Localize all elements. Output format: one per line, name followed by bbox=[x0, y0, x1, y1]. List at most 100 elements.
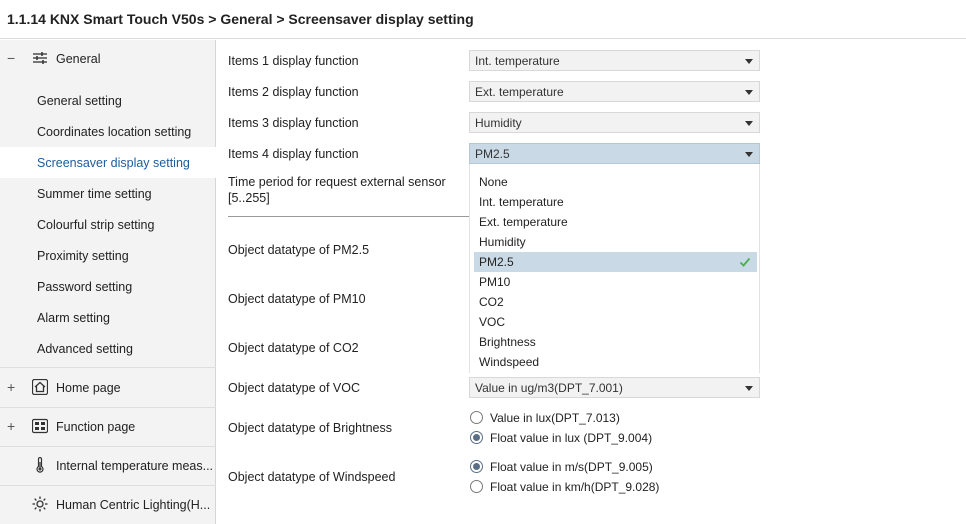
dropdown-option-none[interactable]: None bbox=[474, 172, 757, 192]
chevron-down-icon bbox=[745, 386, 753, 391]
dropdown-option-ext-temperature[interactable]: Ext. temperature bbox=[474, 212, 757, 232]
option-label: PM10 bbox=[479, 275, 511, 289]
sidebar-item-general-setting[interactable]: General setting bbox=[0, 85, 216, 116]
sidebar-group-label: Function page bbox=[56, 420, 136, 434]
sidebar-item-label: Alarm setting bbox=[37, 311, 110, 325]
sidebar-item-password-setting[interactable]: Password setting bbox=[0, 271, 216, 302]
sliders-icon bbox=[33, 52, 47, 64]
sidebar-item-colourful-strip-setting[interactable]: Colourful strip setting bbox=[0, 209, 216, 240]
option-label: Humidity bbox=[479, 235, 526, 249]
sidebar-group-label: Internal temperature meas... bbox=[56, 459, 214, 473]
windspeed-label: Object datatype of Windspeed bbox=[228, 470, 396, 484]
option-label: VOC bbox=[479, 315, 506, 329]
dropdown-option-pm25[interactable]: PM2.5 bbox=[474, 252, 757, 272]
expand-toggle[interactable]: + bbox=[7, 418, 16, 434]
sidebar-group-label: Home page bbox=[56, 381, 121, 395]
divider bbox=[0, 367, 216, 368]
radio-label: Float value in m/s(DPT_9.005) bbox=[490, 460, 653, 474]
item3-label: Items 3 display function bbox=[228, 116, 359, 130]
pm25-label: Object datatype of PM2.5 bbox=[228, 243, 370, 257]
dropdown-option-brightness[interactable]: Brightness bbox=[474, 332, 757, 352]
sidebar-group-general[interactable]: − General bbox=[0, 40, 216, 78]
page-title: 1.1.14 KNX Smart Touch V50s > General > … bbox=[7, 11, 474, 27]
divider bbox=[0, 407, 216, 408]
option-label: Windspeed bbox=[479, 355, 540, 369]
sidebar-item-advanced-setting[interactable]: Advanced setting bbox=[0, 333, 216, 364]
dropdown-option-pm10[interactable]: PM10 bbox=[474, 272, 757, 292]
sidebar-item-label: Colourful strip setting bbox=[37, 218, 155, 232]
chevron-down-icon bbox=[745, 59, 753, 64]
brightness-label: Object datatype of Brightness bbox=[228, 421, 392, 435]
voc-select[interactable]: Value in ug/m3(DPT_7.001) bbox=[469, 377, 760, 398]
thermometer-icon bbox=[36, 457, 44, 473]
sidebar-group-human-centric-lighting[interactable]: Human Centric Lighting(H... bbox=[0, 486, 216, 524]
option-label: Ext. temperature bbox=[479, 215, 568, 229]
option-label: PM2.5 bbox=[479, 255, 514, 269]
item4-select[interactable]: PM2.5 bbox=[469, 143, 760, 164]
option-label: Int. temperature bbox=[479, 195, 564, 209]
sidebar-item-summer-time-setting[interactable]: Summer time setting bbox=[0, 178, 216, 209]
option-label: CO2 bbox=[479, 295, 504, 309]
sidebar-item-label: General setting bbox=[37, 94, 122, 108]
sidebar-group-internal-temperature[interactable]: Internal temperature meas... bbox=[0, 447, 216, 485]
sidebar-item-label: Screensaver display setting bbox=[37, 156, 190, 170]
option-label: None bbox=[479, 175, 508, 189]
dropdown-option-co2[interactable]: CO2 bbox=[474, 292, 757, 312]
sidebar-item-label: Advanced setting bbox=[37, 342, 133, 356]
grid-icon bbox=[32, 418, 48, 434]
radio-label: Value in lux(DPT_7.013) bbox=[490, 411, 620, 425]
settings-panel: Items 1 display function Int. temperatur… bbox=[217, 40, 966, 524]
expand-toggle[interactable]: + bbox=[7, 379, 16, 395]
voc-label: Object datatype of VOC bbox=[228, 381, 361, 395]
item3-value: Humidity bbox=[475, 116, 522, 130]
radio-label: Float value in lux (DPT_9.004) bbox=[490, 431, 653, 445]
sidebar-item-label: Coordinates location setting bbox=[37, 125, 192, 139]
sidebar-item-proximity-setting[interactable]: Proximity setting bbox=[0, 240, 216, 271]
dropdown-option-humidity[interactable]: Humidity bbox=[474, 232, 757, 252]
sidebar-item-coordinates-location-setting[interactable]: Coordinates location setting bbox=[0, 116, 216, 147]
item4-value: PM2.5 bbox=[475, 147, 510, 161]
sidebar-group-home-page[interactable]: + Home page bbox=[0, 369, 216, 407]
chevron-down-icon bbox=[745, 152, 753, 157]
sidebar-item-label: Summer time setting bbox=[37, 187, 152, 201]
dropdown-option-int-temperature[interactable]: Int. temperature bbox=[474, 192, 757, 212]
voc-value: Value in ug/m3(DPT_7.001) bbox=[475, 381, 623, 395]
item2-label: Items 2 display function bbox=[228, 85, 359, 99]
chevron-down-icon bbox=[745, 121, 753, 126]
sun-icon bbox=[32, 496, 48, 512]
item2-select[interactable]: Ext. temperature bbox=[469, 81, 760, 102]
item1-label: Items 1 display function bbox=[228, 54, 359, 68]
sidebar-item-alarm-setting[interactable]: Alarm setting bbox=[0, 302, 216, 333]
item3-select[interactable]: Humidity bbox=[469, 112, 760, 133]
item1-value: Int. temperature bbox=[475, 54, 560, 68]
sidebar-item-label: Password setting bbox=[37, 280, 133, 294]
collapse-toggle[interactable]: − bbox=[7, 50, 16, 66]
radio-label: Float value in km/h(DPT_9.028) bbox=[490, 480, 660, 494]
sidebar-item-label: Proximity setting bbox=[37, 249, 129, 263]
chevron-down-icon bbox=[745, 90, 753, 95]
radio-button[interactable] bbox=[470, 431, 483, 444]
item1-select[interactable]: Int. temperature bbox=[469, 50, 760, 71]
divider bbox=[0, 485, 216, 486]
sidebar-group-function-page[interactable]: + Function page bbox=[0, 408, 216, 446]
home-icon bbox=[32, 379, 48, 395]
period-range: [5..255] bbox=[228, 191, 270, 205]
option-label: Brightness bbox=[479, 335, 536, 349]
item4-label: Items 4 display function bbox=[228, 147, 359, 161]
divider bbox=[0, 446, 216, 447]
divider bbox=[228, 216, 470, 217]
radio-button[interactable] bbox=[470, 411, 483, 424]
sidebar: − General General setting Coordinates lo… bbox=[0, 40, 216, 524]
dropdown-option-windspeed[interactable]: Windspeed bbox=[474, 352, 757, 372]
sidebar-group-label: Human Centric Lighting(H... bbox=[56, 498, 211, 512]
dropdown-option-voc[interactable]: VOC bbox=[474, 312, 757, 332]
co2-label: Object datatype of CO2 bbox=[228, 341, 359, 355]
checkmark-icon bbox=[739, 257, 751, 267]
item4-dropdown-list: None Int. temperature Ext. temperature H… bbox=[469, 164, 760, 373]
period-label: Time period for request external sensor bbox=[228, 175, 446, 189]
radio-button[interactable] bbox=[470, 460, 483, 473]
pm10-label: Object datatype of PM10 bbox=[228, 292, 366, 306]
sidebar-group-label: General bbox=[56, 52, 101, 66]
sidebar-item-screensaver-display-setting[interactable]: Screensaver display setting bbox=[0, 147, 216, 178]
radio-button[interactable] bbox=[470, 480, 483, 493]
